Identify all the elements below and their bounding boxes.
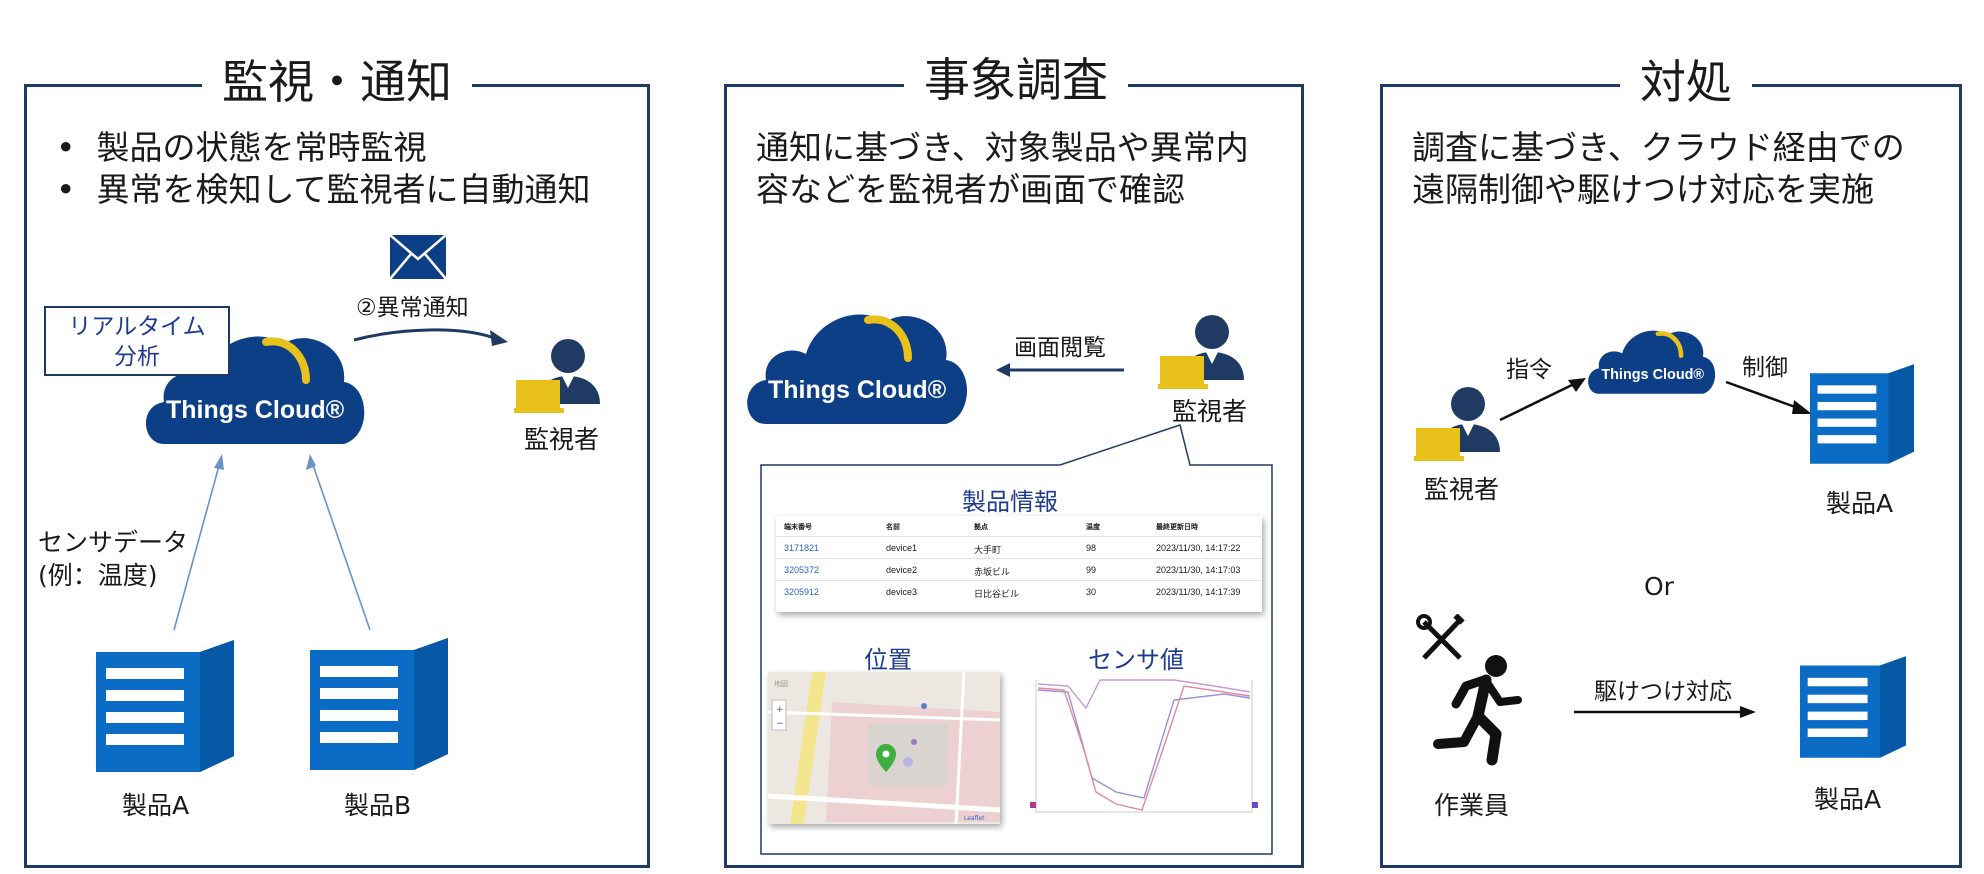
- table-row[interactable]: 3205372 device2 赤坂ビル 99 2023/11/30, 14:1…: [776, 558, 1262, 581]
- table-cell: device1: [886, 543, 918, 553]
- investigate-desc-1: 通知に基づき、対象製品や異常内: [756, 128, 1249, 167]
- panel-monitor-title: 監視・通知: [202, 54, 472, 110]
- person-laptop-icon: [514, 339, 600, 413]
- table-row[interactable]: 3171821 device1 大手町 98 2023/11/30, 14:17…: [776, 536, 1262, 559]
- control-label: 制御: [1742, 355, 1788, 381]
- sensor-label-1: センサデータ: [38, 528, 189, 557]
- cloud-icon: Things Cloud®: [1588, 330, 1716, 394]
- realtime-line-2: 分析: [114, 344, 160, 370]
- table-row[interactable]: 3205912 device3 日比谷ビル 30 2023/11/30, 14:…: [776, 580, 1262, 603]
- product-a-top-label: 製品A: [1826, 489, 1894, 518]
- response-desc-1: 調査に基づき、クラウド経由での: [1412, 128, 1905, 167]
- table-header-row: 端末番号 名前 拠点 温度 最終更新日時: [776, 516, 1262, 538]
- table-body: 3171821 device1 大手町 98 2023/11/30, 14:17…: [776, 536, 1262, 606]
- table-cell: device3: [886, 587, 918, 597]
- or-label: Or: [1644, 572, 1674, 601]
- svg-text:地図: 地図: [774, 679, 788, 688]
- monitor-person-label: 監視者: [524, 425, 600, 454]
- product-table: [776, 516, 1262, 612]
- view-arrow: [996, 363, 1124, 377]
- table-cell-link[interactable]: 3171821: [784, 543, 820, 553]
- sensor-chart: [1024, 672, 1264, 828]
- svg-text:Leaflet: Leaflet: [964, 815, 985, 822]
- table-cell: device2: [886, 565, 918, 575]
- table-cell: 30: [1086, 587, 1097, 597]
- cloud-label: Things Cloud®: [1601, 367, 1704, 383]
- map-pin-icon: [876, 744, 896, 772]
- table-cell: 98: [1086, 543, 1097, 553]
- map-title: 位置: [864, 646, 912, 674]
- monitor-bullet-1: • 製品の状態を常時監視: [56, 128, 427, 167]
- svg-text:+: +: [776, 705, 784, 715]
- server-icon-product-a: [96, 640, 234, 772]
- person-laptop-icon: [1158, 315, 1244, 389]
- product-a-bottom-label: 製品A: [1814, 785, 1882, 814]
- command-label: 指令: [1506, 357, 1552, 383]
- command-arrow: [1499, 378, 1586, 422]
- col-header: 最終更新日時: [1156, 524, 1198, 531]
- cloud-icon: Things Cloud®: [145, 336, 365, 444]
- running-person-icon: [1433, 655, 1522, 766]
- table-cell-link[interactable]: 3205372: [784, 565, 820, 575]
- response-desc-2: 遠隔制御や駆けつけ対応を実施: [1412, 170, 1874, 209]
- tools-icon: [1416, 614, 1465, 660]
- control-arrow: [1725, 380, 1812, 414]
- col-header: 名前: [886, 524, 900, 531]
- notify-arrow: [353, 328, 508, 346]
- panel-investigate-title: 事象調査: [904, 52, 1128, 108]
- monitor-bullet-2: • 異常を検知して監視者に自動通知: [56, 170, 591, 209]
- rush-arrow: [1574, 706, 1756, 718]
- server-icon-product-a: [1800, 656, 1906, 758]
- product-a-label: 製品A: [122, 791, 190, 820]
- table-cell: 2023/11/30, 14:17:22: [1156, 543, 1241, 553]
- realtime-analysis-box: リアルタイム 分析: [44, 306, 230, 376]
- map-thumbnail[interactable]: + − 地図 Leaflet: [768, 672, 1000, 824]
- table-cell-link[interactable]: 3205912: [784, 587, 820, 597]
- svg-text:−: −: [776, 719, 784, 729]
- screen-title: 製品情報: [962, 488, 1058, 516]
- sensor-arrows: [173, 454, 371, 631]
- product-b-label: 製品B: [344, 791, 412, 820]
- response-person-label: 監視者: [1424, 475, 1500, 504]
- rush-label: 駆けつけ対応: [1594, 679, 1732, 705]
- worker-label: 作業員: [1434, 791, 1510, 820]
- server-icon-product-b: [310, 638, 448, 770]
- col-header: 拠点: [974, 524, 988, 531]
- view-label: 画面閲覧: [1014, 335, 1106, 361]
- table-cell: 大手町: [974, 545, 1002, 555]
- col-header: 温度: [1086, 524, 1100, 531]
- table-cell: 99: [1086, 565, 1097, 575]
- investigate-desc-2: 容などを監視者が画面で確認: [756, 170, 1185, 209]
- cloud-label: Things Cloud®: [768, 376, 947, 404]
- panel-response-title: 対処: [1620, 54, 1752, 110]
- table-cell: 赤坂ビル: [974, 567, 1011, 577]
- sensor-title: センサ値: [1088, 646, 1184, 674]
- table-cell: 2023/11/30, 14:17:03: [1156, 565, 1241, 575]
- sensor-label-2: (例：温度): [38, 561, 158, 590]
- envelope-icon: [390, 235, 446, 279]
- realtime-line-1: リアルタイム: [68, 314, 206, 340]
- notify-label: ②異常通知: [356, 295, 469, 321]
- table-cell: 2023/11/30, 14:17:39: [1156, 587, 1241, 597]
- col-header: 端末番号: [784, 524, 812, 531]
- server-icon-product-a: [1810, 364, 1914, 464]
- cloud-label: Things Cloud®: [166, 396, 345, 424]
- table-cell: 日比谷ビル: [974, 589, 1020, 599]
- person-laptop-icon: [1414, 387, 1500, 461]
- cloud-icon: Things Cloud®: [747, 314, 967, 424]
- investigate-person-label: 監視者: [1172, 397, 1248, 426]
